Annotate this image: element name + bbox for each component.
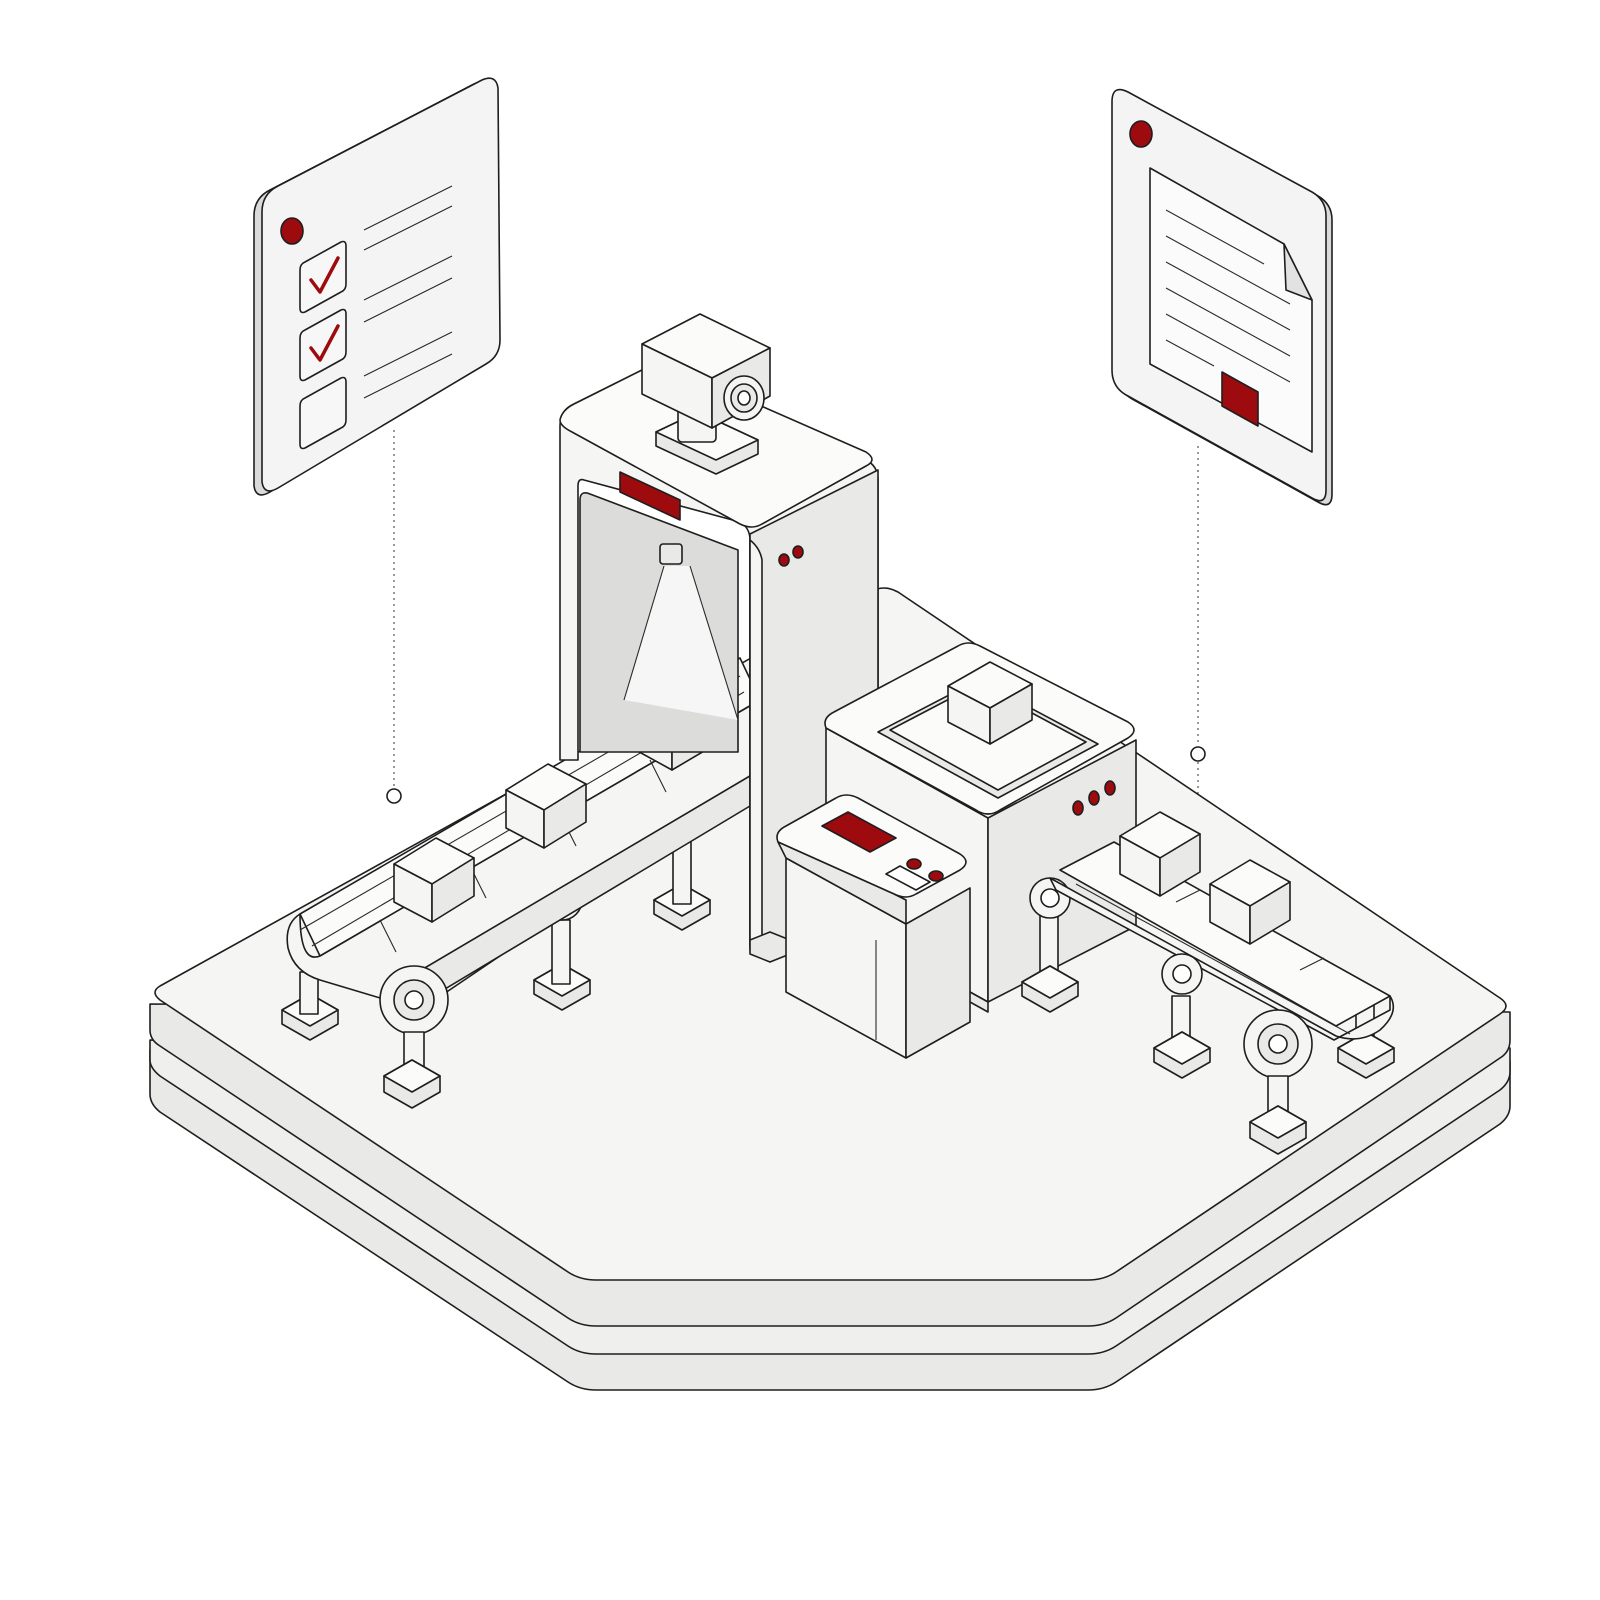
camera-icon bbox=[641, 313, 771, 475]
package-box bbox=[505, 763, 587, 849]
checklist-anchor-dot bbox=[386, 788, 402, 804]
conveyor-leg bbox=[281, 971, 339, 1041]
checkmark-icon bbox=[309, 256, 340, 294]
checkbox-empty bbox=[299, 376, 347, 450]
gate-column-front bbox=[749, 539, 763, 949]
checkbox-checked bbox=[299, 308, 347, 382]
console-button bbox=[906, 858, 922, 870]
document-status-dot bbox=[1129, 120, 1153, 148]
document-line bbox=[1165, 339, 1215, 367]
package-box bbox=[1209, 859, 1291, 945]
checklist-line bbox=[363, 255, 453, 301]
document-line bbox=[1165, 287, 1291, 357]
gate-indicator-light bbox=[792, 545, 804, 559]
checklist-item bbox=[299, 331, 453, 450]
checkmark-icon bbox=[309, 324, 340, 362]
checklist-line bbox=[363, 331, 453, 377]
document-icon bbox=[1149, 167, 1313, 453]
console-display bbox=[821, 811, 897, 853]
machine-indicator-light bbox=[1104, 780, 1116, 796]
scanner-head bbox=[659, 543, 683, 565]
checkbox-checked bbox=[299, 240, 347, 314]
checklist-line bbox=[363, 353, 453, 399]
checklist-line bbox=[363, 185, 453, 231]
document-panel bbox=[1111, 88, 1333, 506]
machine-indicator-light bbox=[1072, 800, 1084, 816]
package-box bbox=[393, 837, 475, 923]
document-line bbox=[1165, 209, 1265, 265]
document-line bbox=[1165, 313, 1291, 383]
document-anchor-dot bbox=[1190, 746, 1206, 762]
checklist-panel bbox=[253, 77, 501, 496]
document-sheet bbox=[1149, 167, 1313, 453]
package-box bbox=[1119, 811, 1201, 897]
control-console bbox=[776, 794, 971, 1059]
console-button bbox=[928, 870, 944, 882]
conveyor-belt-body bbox=[286, 699, 761, 1011]
package-box bbox=[947, 661, 1033, 745]
document-stamp bbox=[1221, 371, 1259, 427]
conveyor-leg bbox=[383, 1031, 441, 1109]
conveyor-leg bbox=[533, 879, 591, 1011]
checklist-status-dot bbox=[280, 217, 304, 245]
checklist-item bbox=[299, 185, 453, 314]
document-line bbox=[1165, 261, 1291, 331]
inspection-gate bbox=[559, 363, 879, 963]
gate-display-label bbox=[619, 471, 681, 521]
console-side bbox=[905, 887, 971, 1059]
console-keypad bbox=[885, 865, 931, 891]
checklist-panel-face bbox=[261, 77, 501, 492]
conveyor-leg bbox=[1153, 953, 1211, 1079]
scan-beam bbox=[624, 566, 738, 720]
gate-indicator-light bbox=[778, 553, 790, 567]
checklist-line bbox=[363, 277, 453, 323]
document-line bbox=[1165, 235, 1291, 305]
checklist-item bbox=[299, 255, 453, 382]
machine-indicator-light bbox=[1088, 790, 1100, 806]
conveyor-belt-body bbox=[1049, 877, 1395, 1041]
right-conveyor bbox=[1021, 811, 1395, 1155]
checklist-line bbox=[363, 205, 453, 251]
conveyor-leg bbox=[1021, 877, 1079, 1013]
document-fold bbox=[1283, 243, 1313, 301]
conveyor-leg bbox=[1249, 1075, 1307, 1155]
